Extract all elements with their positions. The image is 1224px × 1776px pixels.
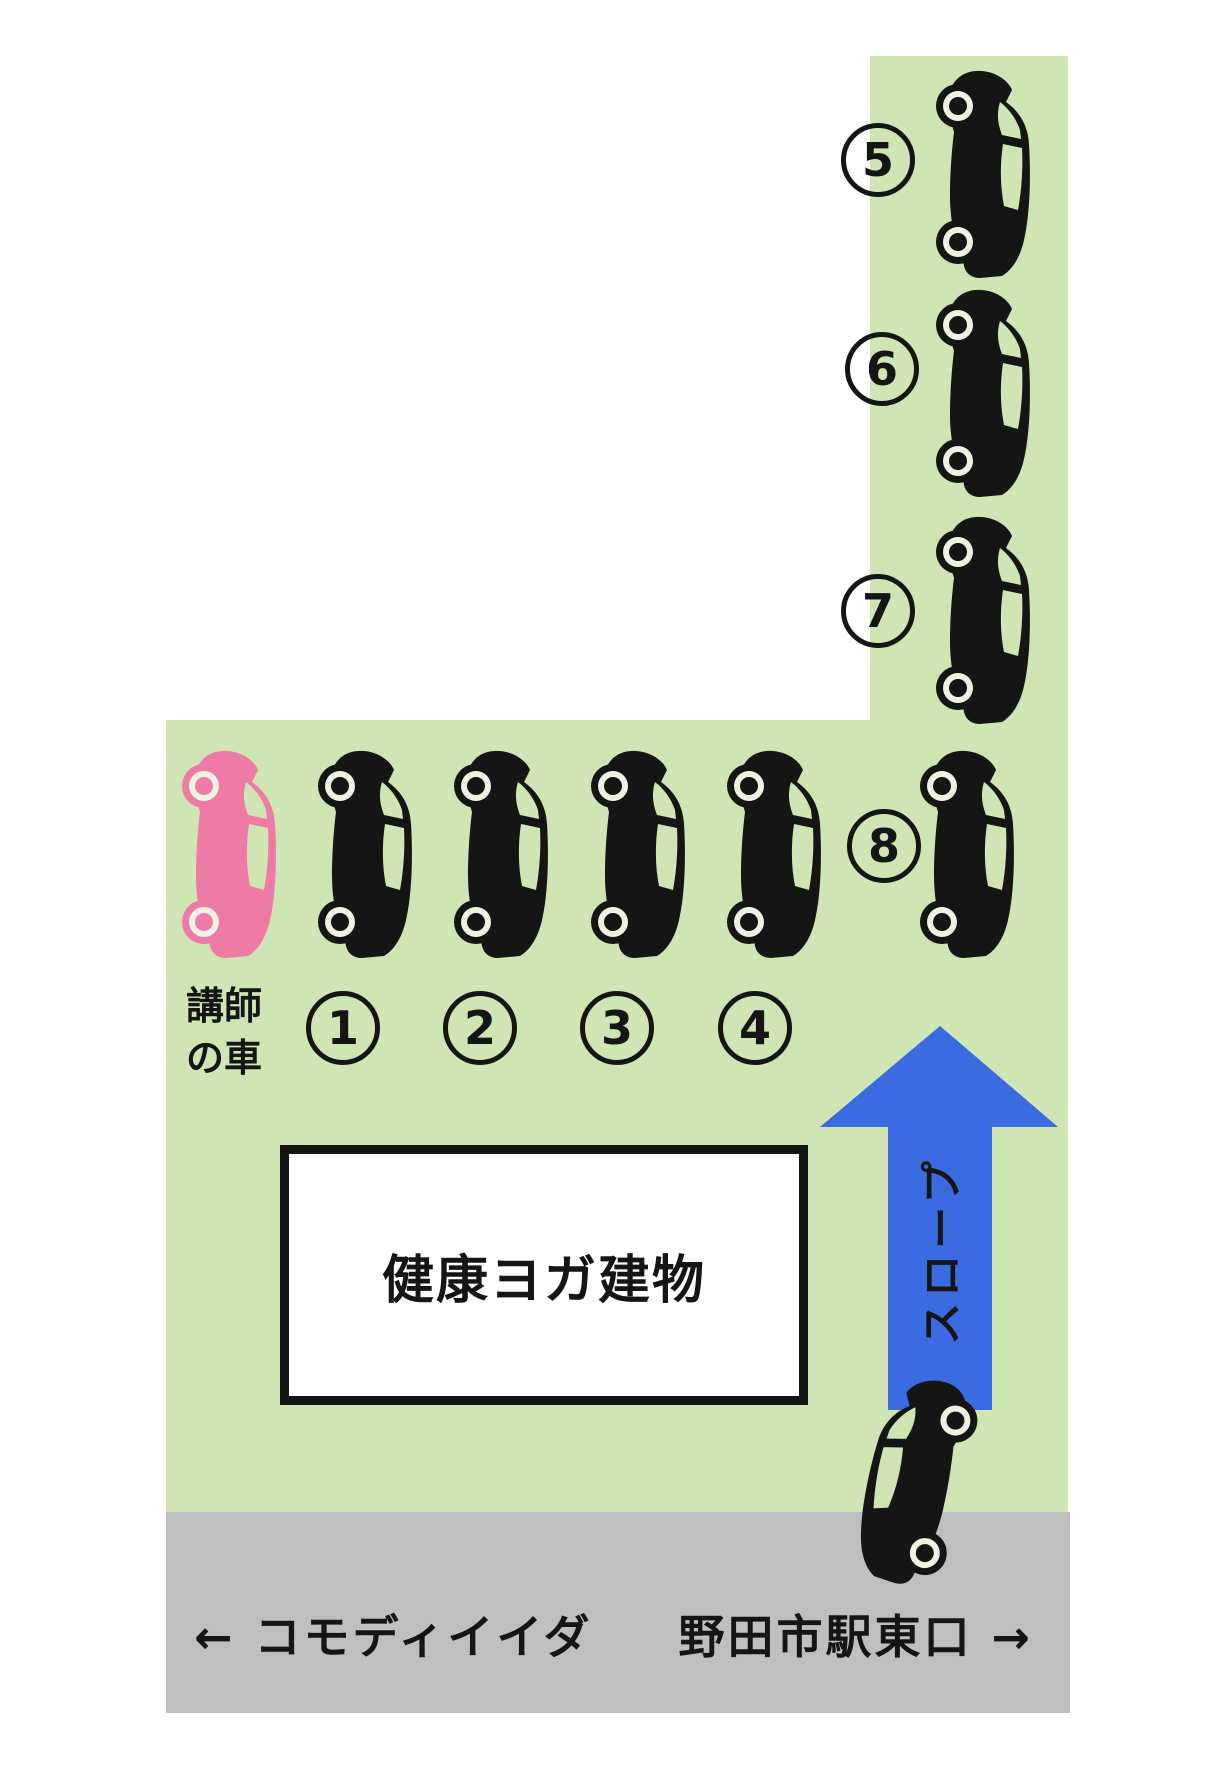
yoga-building-label: 健康ヨガ建物 [381, 1250, 706, 1311]
parked-car-icon-spot-2 [454, 750, 548, 958]
spot-number-1: 1 [306, 991, 380, 1065]
parked-car-icon-spot-5 [936, 70, 1030, 278]
parked-car-icon-spot-8 [920, 750, 1014, 958]
instructor-car-label-line1: 講師 [186, 984, 263, 1028]
instructor-car-label-line2: の車 [186, 1036, 263, 1081]
spot-number-3: 3 [580, 991, 654, 1065]
spot-number-6: 6 [845, 332, 919, 406]
instructor-car-icon [182, 750, 276, 958]
road-label-commodi-iida: ← コモディイイダ [194, 1610, 593, 1664]
spot-number-5: 5 [841, 123, 915, 197]
parked-car-icon-spot-1 [318, 750, 412, 958]
road-label-noda-station-east-exit: 野田市駅東口 → [678, 1610, 1033, 1664]
spot-number-7: 7 [841, 574, 915, 648]
parked-car-icon-spot-4 [727, 750, 821, 958]
spot-number-2: 2 [443, 991, 517, 1065]
ramp-up-arrow-icon [820, 1026, 1058, 1410]
ramp-label: スロープ [917, 1155, 967, 1345]
parked-car-icon-spot-7 [936, 516, 1030, 724]
parked-car-icon-spot-3 [591, 750, 685, 958]
instructor-car-label: 講師 の車 [186, 980, 262, 1085]
yoga-building: 健康ヨガ建物 [280, 1145, 808, 1405]
spot-number-4: 4 [718, 991, 792, 1065]
parked-car-icon-spot-6 [936, 289, 1030, 497]
spot-number-8: 8 [847, 809, 921, 883]
